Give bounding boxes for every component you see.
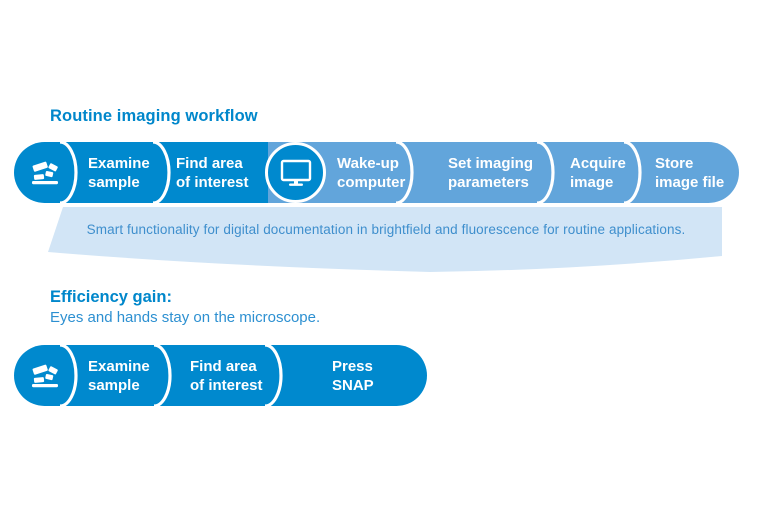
efficiency-workflow-bar: Examine sample Find area of interest Pre…: [14, 345, 427, 406]
banner-shape: [48, 207, 722, 272]
step-acquire-image: Acquire image: [570, 154, 626, 191]
separator-arcs: [59, 345, 283, 406]
step-find-area: Find area of interest: [176, 154, 249, 191]
step-set-imaging-parameters: Set imaging parameters: [448, 154, 534, 191]
efficiency-gain-heading: Efficiency gain:: [50, 288, 172, 306]
step-press-snap: Press SNAP: [332, 357, 374, 394]
efficiency-gain-subtitle: Eyes and hands stay on the microscope.: [50, 309, 321, 326]
smart-functionality-banner: Smart functionality for digital document…: [40, 206, 732, 278]
step-wake-up-computer: Wake-up computer: [337, 154, 406, 191]
step-examine-sample: Examine sample: [88, 154, 150, 191]
routine-workflow-bar: Examine sample Find area of interest Wak…: [14, 142, 739, 203]
routine-workflow-title: Routine imaging workflow: [50, 107, 258, 125]
specimen-slides-icon: [14, 142, 75, 203]
step-find-area: Find area of interest: [190, 357, 263, 394]
banner-text: Smart functionality for digital document…: [86, 222, 686, 237]
separator-arcs: [59, 142, 642, 203]
step-store-image-file: Store image file: [655, 154, 725, 191]
monitor-icon: [265, 142, 326, 203]
specimen-slides-icon: [14, 345, 75, 406]
step-examine-sample: Examine sample: [88, 357, 150, 394]
